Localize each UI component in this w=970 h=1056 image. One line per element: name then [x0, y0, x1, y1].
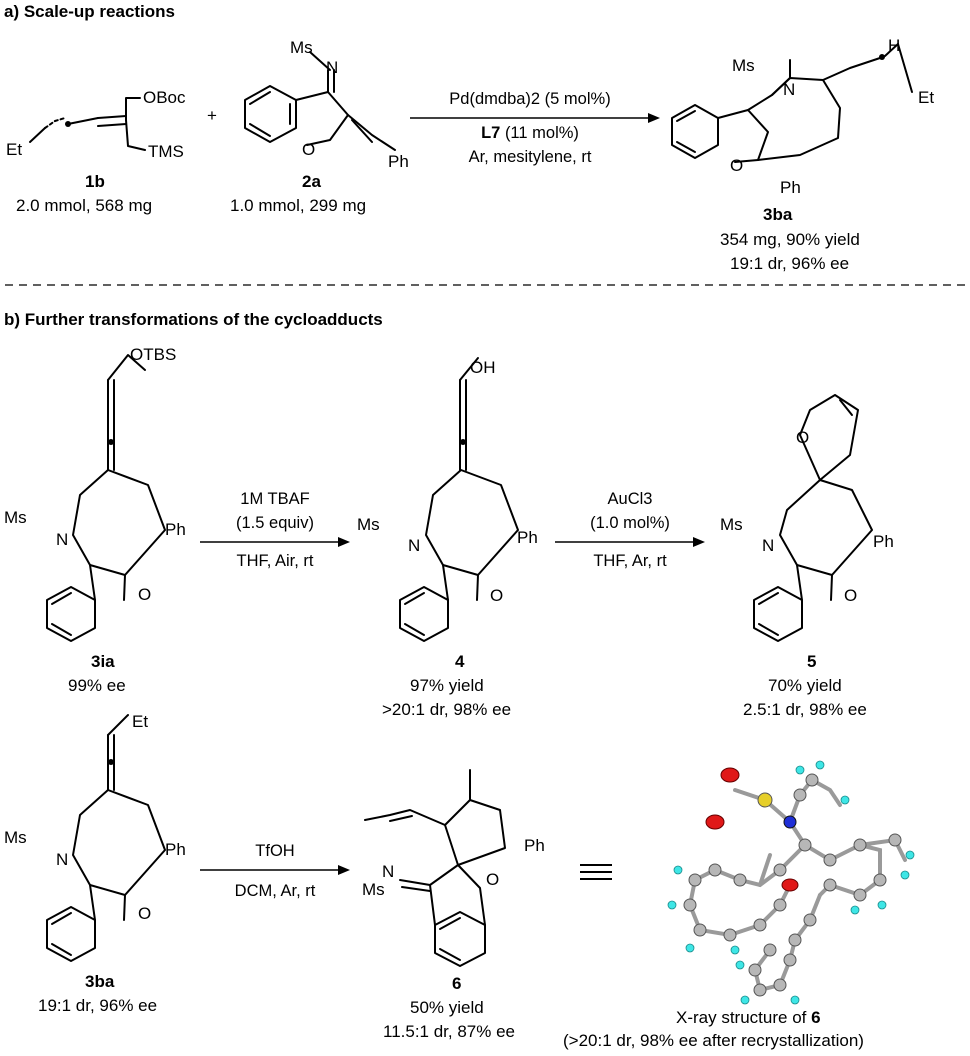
conditions-b2-line1: AuCl3	[607, 490, 653, 508]
atom-o: O	[486, 870, 500, 889]
structure-4	[399, 357, 519, 642]
atom-n: N	[326, 58, 339, 77]
structure-3ia	[46, 354, 166, 642]
conditions-b1-line2: (1.5 equiv)	[236, 514, 314, 532]
structure-3ba	[671, 43, 913, 163]
xray-structure-image	[667, 760, 915, 1005]
compound-1b-label: 1b	[85, 172, 105, 191]
conditions-b1-line3: THF, Air, rt	[236, 552, 314, 570]
atom-ms: Ms	[362, 880, 385, 899]
atom-o: O	[730, 156, 744, 175]
allene-dot	[65, 121, 71, 127]
product-3ba-yield: 354 mg, 90% yield	[720, 230, 860, 249]
conditions-b3-line1: TfOH	[255, 842, 295, 860]
compound-1b-amount: 2.0 mmol, 568 mg	[16, 196, 153, 215]
conditions-a-line2: L7 (11 mol%)	[481, 124, 579, 142]
atom-n: N	[56, 850, 69, 869]
atom-ph: Ph	[388, 152, 409, 171]
conditions-b3-line2: DCM, Ar, rt	[234, 882, 316, 900]
atom-otbs: OTBS	[130, 345, 177, 364]
conditions-b1-line1: 1M TBAF	[240, 490, 310, 508]
atom-ph: Ph	[165, 840, 186, 859]
conditions-a-line3: Ar, mesitylene, rt	[468, 148, 592, 166]
atom-n: N	[783, 80, 796, 99]
atom-n: N	[762, 536, 775, 555]
compound-5-label: 5	[807, 652, 817, 671]
atom-n: N	[56, 530, 69, 549]
atom-o: O	[302, 140, 316, 159]
atom-tms: TMS	[148, 142, 184, 161]
xray-note: (>20:1 dr, 98% ee after recrystallizatio…	[563, 1031, 864, 1050]
compound-3ia-ee: 99% ee	[68, 676, 126, 695]
atom-ms: Ms	[4, 508, 27, 527]
compound-3ba-b-label: 3ba	[85, 972, 115, 991]
xray-caption: X-ray structure of 6	[676, 1008, 821, 1027]
conditions-b2-line3: THF, Ar, rt	[593, 552, 667, 570]
structure-1b	[29, 97, 146, 151]
compound-4-yield: 97% yield	[410, 676, 484, 695]
conditions-a-line1: Pd(dmdba)2 (5 mol%)	[449, 90, 611, 108]
conditions-b2-line2: (1.0 mol%)	[590, 514, 670, 532]
atom-o: O	[138, 585, 152, 604]
structure-6	[364, 769, 506, 967]
section-b-title: b) Further transformations of the cycloa…	[4, 310, 383, 329]
atom-o: O	[138, 904, 152, 923]
compound-6-yield: 50% yield	[410, 998, 484, 1017]
compound-6-label: 6	[452, 974, 462, 993]
atom-h: H	[888, 36, 901, 55]
atom-o: O	[844, 586, 858, 605]
structure-5	[753, 394, 873, 642]
atom-oboc: OBoc	[143, 88, 186, 107]
atom-et: Et	[132, 712, 149, 731]
compound-2a-amount: 1.0 mmol, 299 mg	[230, 196, 367, 215]
atom-o: O	[490, 586, 504, 605]
compound-6-selectivity: 11.5:1 dr, 87% ee	[383, 1022, 516, 1041]
plus-sign: +	[207, 106, 217, 125]
compound-3ba-b-selectivity: 19:1 dr, 96% ee	[38, 996, 158, 1015]
atom-ms: Ms	[290, 38, 313, 57]
atom-et: Et	[918, 88, 935, 107]
section-a-title: a) Scale-up reactions	[4, 2, 176, 21]
atom-ph: Ph	[873, 532, 894, 551]
atom-oh: OH	[470, 358, 496, 377]
compound-3ba-label: 3ba	[763, 205, 793, 224]
atom-ms: Ms	[4, 828, 27, 847]
product-3ba-selectivity: 19:1 dr, 96% ee	[730, 254, 850, 273]
compound-4-label: 4	[455, 652, 465, 671]
structure-3ba-b	[46, 714, 166, 962]
compound-2a-label: 2a	[302, 172, 321, 191]
atom-ph: Ph	[165, 520, 186, 539]
equivalence-icon	[580, 864, 612, 880]
atom-ms: Ms	[732, 56, 755, 75]
structure-2a	[244, 51, 396, 151]
atom-et: Et	[6, 140, 23, 159]
compound-3ia-label: 3ia	[91, 652, 115, 671]
compound-5-selectivity: 2.5:1 dr, 98% ee	[743, 700, 867, 719]
atom-ms: Ms	[720, 515, 743, 534]
atom-ms: Ms	[357, 515, 380, 534]
compound-4-selectivity: >20:1 dr, 98% ee	[382, 700, 512, 719]
atom-n: N	[408, 536, 421, 555]
compound-5-yield: 70% yield	[768, 676, 842, 695]
atom-n: N	[382, 862, 395, 881]
atom-ph: Ph	[524, 836, 545, 855]
atom-ph: Ph	[780, 178, 801, 197]
atom-o: O	[796, 428, 810, 447]
atom-ph: Ph	[517, 528, 538, 547]
